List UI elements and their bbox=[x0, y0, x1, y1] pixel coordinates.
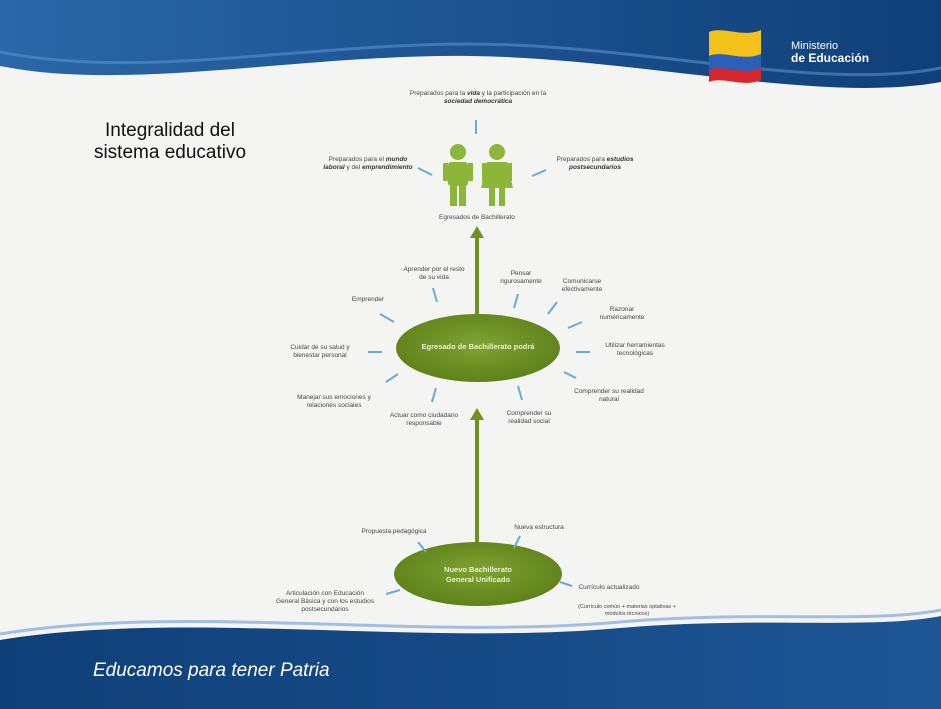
ability-aprender: Aprender por el resto de su vida bbox=[403, 266, 465, 281]
ability-emociones: Manejar sus emociones y relaciones socia… bbox=[297, 394, 371, 409]
upward-arrows bbox=[470, 226, 484, 545]
ability-emprender: Emprender bbox=[351, 296, 385, 303]
ability-tecnologia: Utilizar herramientas tecnológicas bbox=[605, 342, 665, 357]
item-curriculo: Currículo actualizado bbox=[578, 584, 640, 591]
ability-ciudadano: Actuar como ciudadano responsable bbox=[389, 412, 459, 427]
ministry-line2: de Educación bbox=[791, 51, 870, 65]
ministry-logo: Ministerio de Educación bbox=[703, 24, 903, 84]
item-articulacion: Articulación con Educación General Básic… bbox=[276, 590, 374, 613]
bottom-arrows bbox=[385, 535, 573, 595]
ability-salud: Cuidar de su salud y bienestar personal bbox=[290, 344, 350, 359]
outcome-work: Preparados para el mundo laboral y del e… bbox=[323, 156, 413, 171]
item-propuesta: Propuesta pedagógica bbox=[361, 528, 427, 535]
ability-razonar: Razonar numéricamente bbox=[599, 306, 645, 321]
outcome-arrows bbox=[417, 120, 547, 177]
ability-comunicarse: Comunicarse efectivamente bbox=[561, 278, 603, 293]
central-ellipse-label: Egresado de Bachillerato podrá bbox=[421, 342, 535, 351]
bottom-ellipse bbox=[394, 542, 562, 606]
bottom-band bbox=[0, 616, 941, 709]
ministry-line1: Ministerio bbox=[791, 40, 839, 52]
bottom-ellipse-label: Nuevo Bachillerato General Unificado bbox=[444, 565, 512, 584]
ecuador-flag-icon bbox=[709, 30, 761, 83]
ability-realidad-natural: Comprender su realidad natural bbox=[574, 388, 644, 403]
footer-slogan: Educamos para tener Patria bbox=[93, 660, 330, 681]
ability-pensar: Pensar rigurosamente bbox=[500, 270, 542, 285]
item-curriculo-note: (Currículo común + materias optativas + … bbox=[578, 604, 676, 617]
outcome-democratic: Preparados para la vida y la participaci… bbox=[409, 90, 547, 105]
graduates-icon bbox=[443, 144, 513, 206]
ability-realidad-social: Comprender su realidad social bbox=[506, 410, 552, 425]
central-ellipse bbox=[396, 314, 560, 382]
item-estructura: Nueva estructura bbox=[514, 524, 564, 531]
spoke-arrows bbox=[368, 287, 590, 403]
slide-title: Integralidad del sistema educativo bbox=[93, 120, 247, 163]
outcome-studies: Preparados para estudios postsecundarios bbox=[556, 156, 634, 171]
graduates-label: Egresados de Bachillerato bbox=[439, 214, 515, 221]
